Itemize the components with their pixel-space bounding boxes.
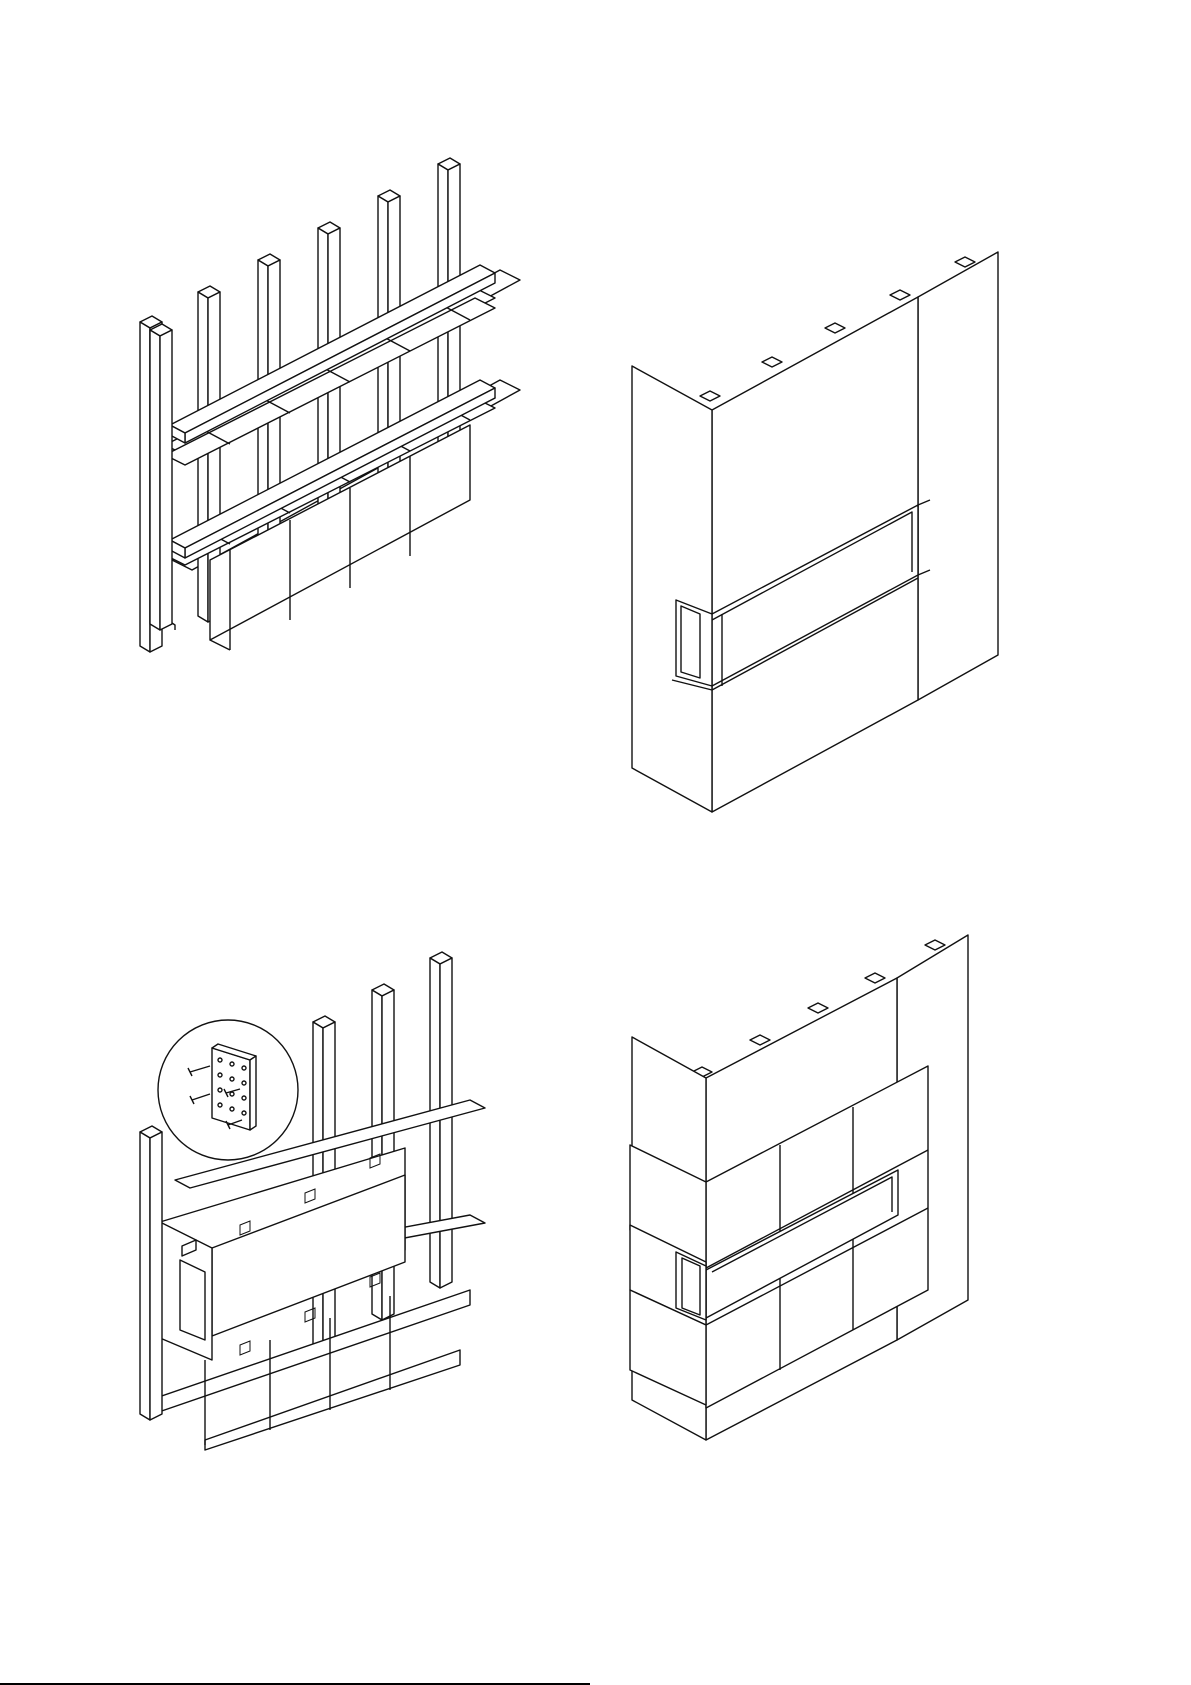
frame-studs-figure (140, 158, 520, 652)
frame-with-insert-figure (140, 952, 485, 1450)
tiled-corner-figure (630, 935, 968, 1440)
clad-corner-figure (632, 252, 998, 812)
